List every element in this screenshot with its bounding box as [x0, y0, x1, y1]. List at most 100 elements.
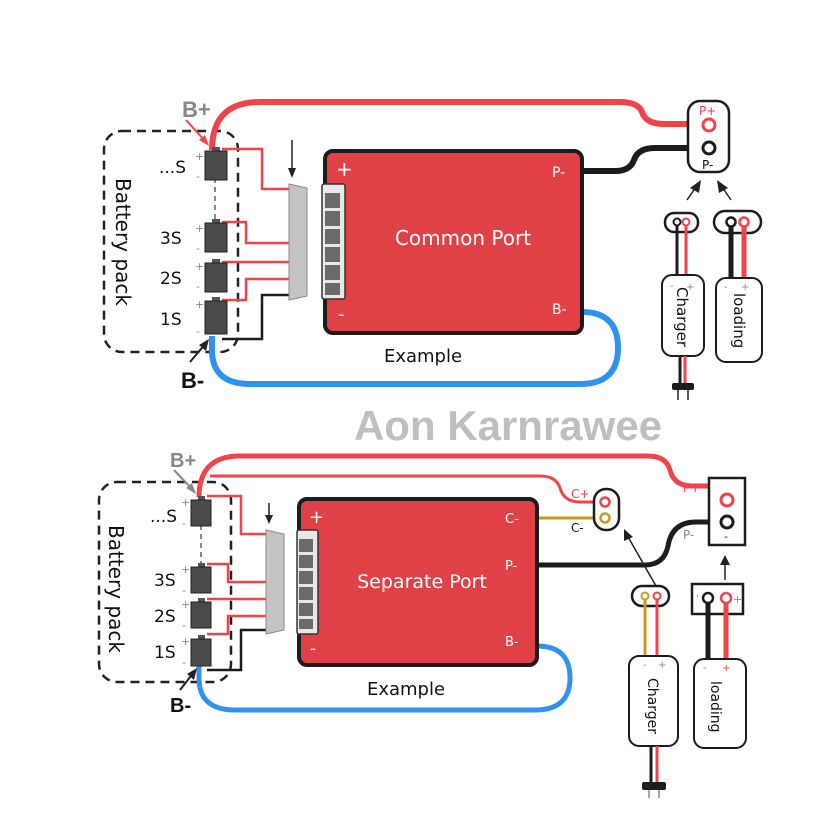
- svg-text:-: -: [182, 619, 186, 632]
- svg-text:-: -: [196, 170, 200, 183]
- charger-device: Charger - +: [628, 584, 679, 798]
- svg-text:+: +: [195, 298, 204, 311]
- terminal-b-minus: B-: [505, 635, 519, 650]
- charger-label: Charger: [673, 287, 691, 348]
- cell-label: 3S: [160, 229, 182, 249]
- charger-minus: -: [670, 281, 674, 292]
- svg-text:-: -: [196, 280, 200, 293]
- balance-wire: [222, 293, 292, 341]
- example-label: Example: [384, 346, 462, 367]
- load-label: loading: [730, 293, 748, 348]
- b-plus-label: B+: [170, 450, 196, 472]
- svg-text:+: +: [181, 598, 190, 611]
- c-minus-label: C-: [571, 521, 584, 535]
- board-title: Common Port: [395, 226, 531, 250]
- svg-text:+: +: [195, 260, 204, 273]
- load-device: ˈ + loading - +: [690, 582, 747, 749]
- battery-cell: [204, 259, 228, 293]
- balance-connector: [265, 529, 285, 635]
- charger-minus: -: [643, 660, 647, 671]
- b-minus-wire: [209, 309, 622, 387]
- svg-text:ˈ: ˈ: [696, 594, 699, 605]
- load-device: loading - +: [712, 209, 763, 363]
- board-plus-label: +: [309, 507, 324, 528]
- p-plus-label: P+: [683, 481, 700, 495]
- battery-cell: [190, 496, 212, 527]
- separate-port-diagram: Battery pack +- +- +- +- ...S 3S 2S 1S: [97, 450, 747, 798]
- svg-text:-: -: [196, 325, 200, 338]
- svg-text:-: -: [182, 517, 186, 530]
- svg-text:+: +: [195, 222, 204, 235]
- balance-wire: [222, 277, 292, 302]
- load-plus: +: [722, 663, 730, 674]
- board-minus-label: -: [338, 304, 345, 325]
- c-plus-label: C+: [571, 487, 589, 501]
- p-plus-terminal: [701, 117, 717, 133]
- battery-pack-label: Battery pack: [111, 178, 135, 306]
- p-minus-label: P-: [683, 528, 694, 542]
- balance-connector: [288, 183, 308, 301]
- svg-text:-: -: [182, 656, 186, 669]
- cell-label: 2S: [154, 607, 176, 627]
- output-port: [686, 99, 731, 174]
- plug-icon: [642, 782, 666, 790]
- balance-wire: [207, 494, 268, 536]
- svg-text:+: +: [733, 593, 742, 606]
- battery-cell: [204, 297, 228, 335]
- c-minus-terminal: [599, 512, 611, 524]
- b-minus-label: B-: [181, 368, 204, 393]
- arrow-icon: [624, 529, 633, 541]
- arrow-icon: [690, 180, 701, 193]
- load-plus: +: [741, 282, 749, 293]
- arrow-icon: [199, 135, 209, 146]
- balance-wire: [207, 628, 268, 672]
- charger-label: Charger: [644, 678, 660, 734]
- balance-wire: [222, 220, 292, 245]
- balance-wire: [207, 562, 268, 584]
- p-minus-terminal: [701, 140, 717, 156]
- svg-text:+: +: [181, 496, 190, 509]
- b-plus-wire: [209, 99, 705, 151]
- p-plus-label: P+: [699, 104, 716, 118]
- output-port: [707, 476, 747, 547]
- b-plus-label: B+: [182, 97, 211, 122]
- svg-text:-: -: [182, 584, 186, 597]
- terminal-p-minus: P-: [552, 165, 565, 181]
- arrow-icon: [186, 483, 196, 494]
- battery-cell: [204, 147, 228, 181]
- battery-pack-outline: [97, 480, 233, 684]
- b-plus-wire: [196, 453, 721, 498]
- p-minus-wire: [582, 145, 705, 174]
- p-minus-wire: [537, 519, 721, 568]
- p-minus-label: P-: [702, 158, 713, 172]
- p-minus-terminal: [719, 514, 735, 530]
- arrow-icon: [717, 180, 728, 193]
- p-plus-terminal: [719, 492, 735, 508]
- charger-device: Charger - +: [661, 211, 705, 400]
- arrow-down-icon: [288, 168, 296, 178]
- charger-plus: +: [686, 282, 694, 293]
- plug-icon: [672, 383, 694, 390]
- charge-port: [592, 487, 621, 532]
- b-minus-wire: [196, 643, 573, 713]
- arrow-icon: [187, 668, 197, 680]
- battery-cell: [190, 635, 212, 667]
- battery-pack-outline: [102, 129, 240, 354]
- charger-plus: +: [658, 660, 666, 671]
- balance-wire: [207, 614, 268, 636]
- board-title: Separate Port: [357, 571, 487, 593]
- svg-text:-: -: [196, 242, 200, 255]
- cell-label: 2S: [160, 269, 182, 289]
- terminal-c-minus: C-: [505, 512, 519, 527]
- arrow-icon: [720, 555, 730, 565]
- watermark-text: Aon Karnrawee: [354, 402, 662, 449]
- terminal-b-minus: B-: [552, 302, 567, 318]
- battery-cell: [190, 598, 212, 629]
- svg-text:+: +: [181, 635, 190, 648]
- battery-pack-label: Battery pack: [104, 525, 128, 653]
- cell-label: 1S: [160, 310, 182, 330]
- cell-label: ...S: [150, 507, 177, 527]
- load-label: loading: [707, 681, 723, 733]
- cell-label: ...S: [159, 158, 186, 178]
